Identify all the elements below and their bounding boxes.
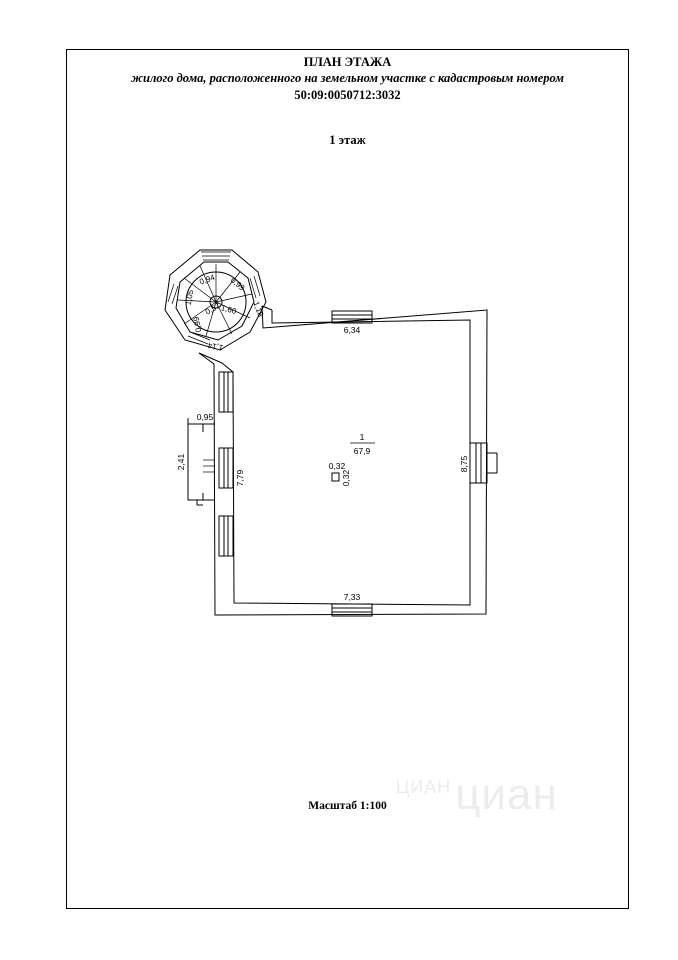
cadastral-number: 50:09:0050712:3032 xyxy=(294,88,401,102)
dim-porch-width: 0,95 xyxy=(197,412,214,422)
porch-outline xyxy=(187,423,215,501)
dim-top-wall: 6,34 xyxy=(344,325,361,335)
column xyxy=(331,472,340,482)
dim-column-w: 0,32 xyxy=(329,461,346,471)
room-number: 1 xyxy=(360,432,365,442)
dim-right-wall: 8,75 xyxy=(459,455,469,472)
drawing-frame xyxy=(66,49,629,909)
stair-tower-inner xyxy=(175,261,255,341)
plan-title: ПЛАН ЭТАЖА xyxy=(303,55,392,69)
stair-tower-outer xyxy=(164,249,267,351)
dim-porch-length: 2,41 xyxy=(176,453,186,470)
entrance-door xyxy=(218,447,234,489)
dim-bottom-wall: 7,33 xyxy=(344,592,361,602)
stair-dim-3: 0,94 xyxy=(198,273,216,287)
stair-dim-7: 0,57 xyxy=(204,301,222,317)
stair-dim-2: 1,18 xyxy=(251,300,265,318)
window-bottom xyxy=(331,603,373,617)
window-left-upper xyxy=(218,371,234,413)
window-left-lower xyxy=(218,515,234,557)
scale-label: Масштаб 1:100 xyxy=(308,800,387,812)
inner-wall xyxy=(221,310,471,606)
dim-column-h: 0,32 xyxy=(341,469,351,486)
stair-dim-4: 1,05 xyxy=(184,289,196,306)
stair-dim-5: 0,99 xyxy=(192,315,204,332)
dim-left-wall: 7,79 xyxy=(235,469,245,486)
stair-dim-6: 1,60 xyxy=(220,303,238,316)
tower-windows xyxy=(167,251,261,345)
plan-subtitle: жилого дома, расположенного на земельном… xyxy=(131,71,564,85)
stair-steps xyxy=(177,264,253,337)
outer-wall xyxy=(198,305,488,616)
stair-dim-8: 1,14 xyxy=(207,341,224,353)
room-area: 67,9 xyxy=(354,446,371,456)
window-right xyxy=(469,442,498,484)
window-top xyxy=(331,310,373,324)
watermark: ЦИАНциан xyxy=(396,770,558,819)
floor-label: 1 этаж xyxy=(329,133,366,147)
